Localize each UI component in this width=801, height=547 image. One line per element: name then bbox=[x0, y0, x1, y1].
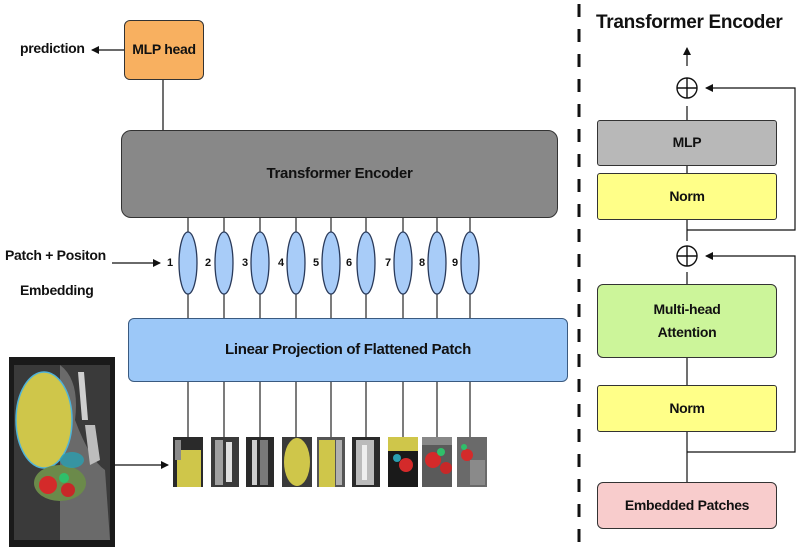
transformer-encoder-box: Transformer Encoder bbox=[121, 130, 558, 218]
norm-top-box: Norm bbox=[597, 173, 777, 220]
patch-tiles bbox=[173, 437, 487, 487]
transformer-encoder-label: Transformer Encoder bbox=[266, 164, 413, 182]
mlp-head-label: MLP head bbox=[132, 41, 196, 58]
patch-4 bbox=[282, 437, 312, 487]
embedded-patches-box: Embedded Patches bbox=[597, 482, 777, 529]
mlp-head-box: MLP head bbox=[124, 20, 204, 80]
plus-circle-icon bbox=[676, 245, 698, 267]
token-3-icon bbox=[250, 231, 270, 295]
linear-projection-box: Linear Projection of Flattened Patch bbox=[128, 318, 568, 382]
token-number-8: 8 bbox=[419, 257, 426, 269]
plus-circle-icon bbox=[676, 77, 698, 99]
norm-bottom-label: Norm bbox=[669, 399, 705, 416]
patch-8 bbox=[422, 437, 452, 487]
token-2-icon bbox=[214, 231, 234, 295]
norm-top-label: Norm bbox=[669, 187, 705, 204]
token-ellipses bbox=[178, 231, 480, 295]
mri-image bbox=[9, 357, 115, 547]
mlp-label: MLP bbox=[672, 134, 702, 151]
token-connectors bbox=[187, 218, 471, 437]
patch-6 bbox=[352, 437, 380, 487]
patch-position-label-line1: Patch + Positon bbox=[5, 247, 106, 263]
token-number-4: 4 bbox=[278, 257, 285, 269]
token-number-7: 7 bbox=[385, 257, 392, 269]
attention-label-line1: Multi-head bbox=[653, 300, 721, 317]
attention-label-line2: Attention bbox=[657, 324, 717, 340]
linear-projection-label: Linear Projection of Flattened Patch bbox=[225, 340, 471, 358]
patch-1 bbox=[173, 437, 203, 487]
patch-7 bbox=[388, 437, 418, 487]
norm-bottom-box: Norm bbox=[597, 385, 777, 432]
prediction-label: prediction bbox=[20, 40, 85, 56]
token-number-3: 3 bbox=[242, 257, 249, 269]
encoder-block-title: Transformer Encoder bbox=[596, 12, 783, 33]
patch-9 bbox=[457, 437, 487, 487]
token-5-icon bbox=[321, 231, 341, 295]
patch-3 bbox=[246, 437, 274, 487]
token-6-icon bbox=[356, 231, 376, 295]
token-number-2: 2 bbox=[205, 257, 212, 269]
token-1-icon bbox=[178, 231, 198, 295]
token-7-icon bbox=[393, 231, 413, 295]
token-number-9: 9 bbox=[452, 257, 459, 269]
patch-5 bbox=[317, 437, 345, 487]
token-9-icon bbox=[460, 231, 480, 295]
attention-box: Multi-head Attention bbox=[597, 284, 777, 358]
token-8-icon bbox=[427, 231, 447, 295]
embedded-patches-label: Embedded Patches bbox=[624, 496, 750, 513]
mlp-box: MLP bbox=[597, 120, 777, 166]
token-4-icon bbox=[286, 231, 306, 295]
token-number-6: 6 bbox=[346, 257, 353, 269]
token-number-1: 1 bbox=[167, 257, 174, 269]
encoder-block-connectors bbox=[683, 47, 796, 482]
patch-position-label-line2: Embedding bbox=[20, 282, 94, 298]
token-number-5: 5 bbox=[313, 257, 320, 269]
patch-2 bbox=[211, 437, 239, 487]
